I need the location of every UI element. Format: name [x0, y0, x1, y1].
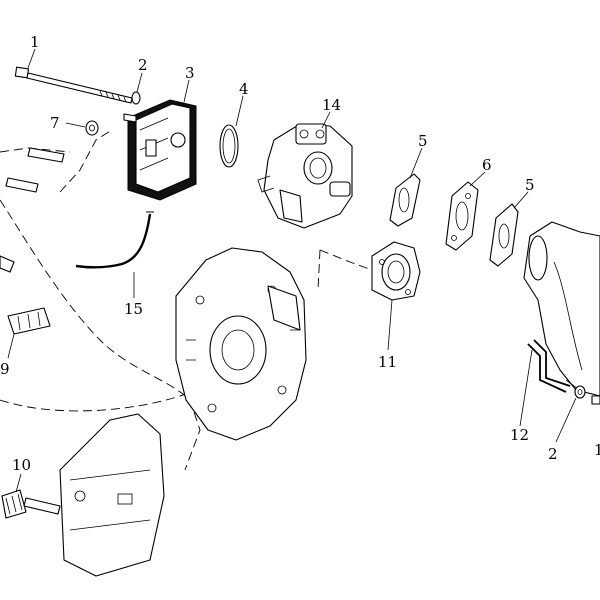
callout-11: 11	[378, 353, 397, 371]
intake-manifold	[523, 221, 600, 397]
hose-segments	[0, 147, 65, 273]
fitting-part-10	[1, 489, 61, 519]
callout-1b: 1	[594, 441, 600, 459]
callout-5a: 5	[418, 132, 428, 150]
leader-lines	[7, 48, 577, 493]
callout-6: 6	[482, 156, 492, 174]
callout-2a: 2	[138, 56, 148, 74]
choke-housing-part-3	[123, 99, 197, 201]
lower-cover	[59, 413, 165, 577]
flange-part-11	[371, 241, 421, 301]
hose-part-12	[527, 339, 571, 393]
nut-part-7	[85, 120, 99, 136]
clip-part-9	[7, 307, 51, 335]
assembly-guide-lines	[0, 129, 373, 471]
callout-12: 12	[510, 426, 529, 444]
spacer-part-6	[445, 181, 479, 251]
callout-2b: 2	[548, 445, 558, 463]
washer-part-2a	[131, 91, 141, 105]
o-ring-part-4	[219, 124, 239, 168]
callout-7: 7	[50, 114, 60, 132]
washer-part-2b	[574, 385, 586, 399]
engine-block	[175, 247, 307, 441]
bolt-part-1	[14, 66, 133, 104]
gasket-part-5a	[389, 173, 421, 227]
callout-labels: 1 2 3 4 14 7 5 6 5 15 11 9 12 2 10 1	[0, 33, 600, 474]
bolt-part-1b	[591, 395, 600, 405]
callout-4: 4	[239, 80, 249, 98]
callout-3: 3	[185, 64, 195, 82]
tube-part-15	[75, 211, 154, 269]
callout-5b: 5	[525, 176, 535, 194]
gasket-part-5b	[489, 203, 519, 267]
callout-9: 9	[0, 360, 10, 378]
callout-14: 14	[322, 96, 341, 114]
callout-15: 15	[124, 300, 143, 318]
callout-10: 10	[12, 456, 31, 474]
callout-1: 1	[30, 33, 40, 51]
carburetor-part-14	[257, 123, 353, 229]
